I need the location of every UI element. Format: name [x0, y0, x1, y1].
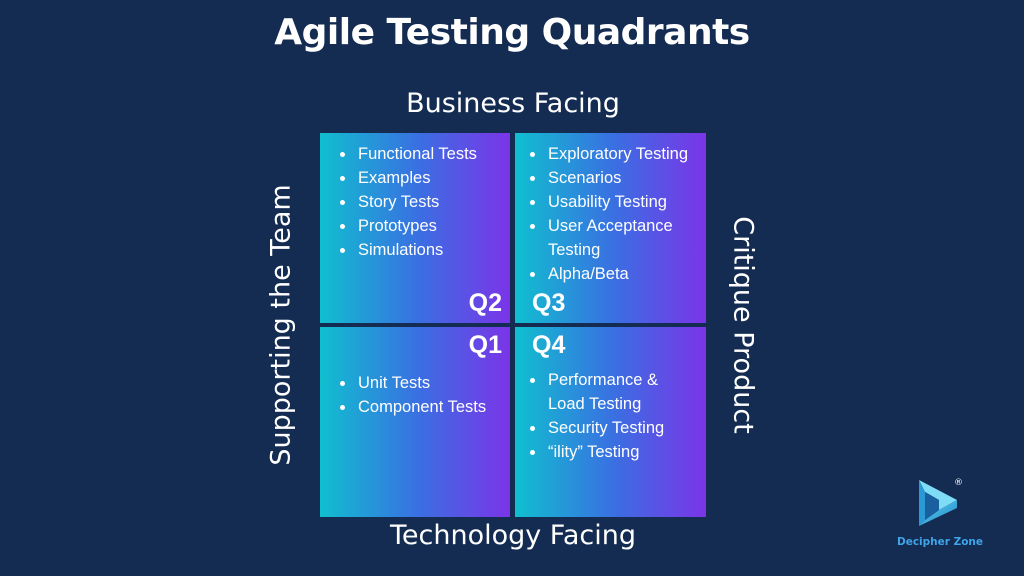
- axis-label-left: Supporting the Team: [265, 184, 297, 466]
- list-item: “ility” Testing: [528, 440, 664, 464]
- page-title: Agile Testing Quadrants: [274, 12, 750, 53]
- quadrant-q2-label: Q2: [468, 289, 502, 317]
- quadrant-q4-list: Performance & Load Testing Security Test…: [528, 368, 664, 464]
- list-item-continuation: Load Testing: [548, 395, 642, 413]
- list-item: Security Testing: [528, 416, 664, 440]
- list-item: Prototypes: [338, 214, 477, 238]
- quadrant-q1-list: Unit Tests Component Tests: [338, 371, 486, 419]
- list-item: User Acceptance: [528, 214, 688, 238]
- logo-text: Decipher Zone: [896, 536, 984, 548]
- quadrant-q3-label: Q3: [532, 289, 566, 317]
- quadrant-q4: Q4 Performance & Load Testing Security T…: [515, 327, 706, 517]
- quadrant-q1-label: Q1: [468, 331, 502, 359]
- list-item: Performance &: [528, 368, 664, 392]
- list-item: Exploratory Testing: [528, 142, 688, 166]
- decipher-zone-logo-icon: [919, 480, 957, 526]
- list-item: Scenarios: [528, 166, 688, 190]
- list-item-continuation: Testing: [548, 241, 601, 259]
- list-item: Examples: [338, 166, 477, 190]
- list-item: Usability Testing: [528, 190, 688, 214]
- list-item: Unit Tests: [338, 371, 486, 395]
- axis-label-right: Critique Product: [727, 216, 759, 434]
- quadrant-q3: Exploratory Testing Scenarios Usability …: [515, 133, 706, 323]
- list-item: Story Tests: [338, 190, 477, 214]
- list-item: Simulations: [338, 238, 477, 262]
- registered-mark: ®: [954, 478, 963, 488]
- decipher-zone-logo: ® Decipher Zone: [880, 478, 1000, 554]
- axis-label-bottom: Technology Facing: [389, 520, 637, 551]
- list-item: Component Tests: [338, 395, 486, 419]
- quadrant-q3-list: Exploratory Testing Scenarios Usability …: [528, 142, 688, 286]
- quadrant-q4-label: Q4: [532, 331, 566, 359]
- quadrant-q2-list: Functional Tests Examples Story Tests Pr…: [338, 142, 477, 262]
- axis-label-top: Business Facing: [406, 88, 620, 119]
- list-item: Functional Tests: [338, 142, 477, 166]
- list-item: Alpha/Beta: [528, 262, 688, 286]
- quadrant-q2: Functional Tests Examples Story Tests Pr…: [320, 133, 510, 323]
- quadrant-q1: Q1 Unit Tests Component Tests: [320, 327, 510, 517]
